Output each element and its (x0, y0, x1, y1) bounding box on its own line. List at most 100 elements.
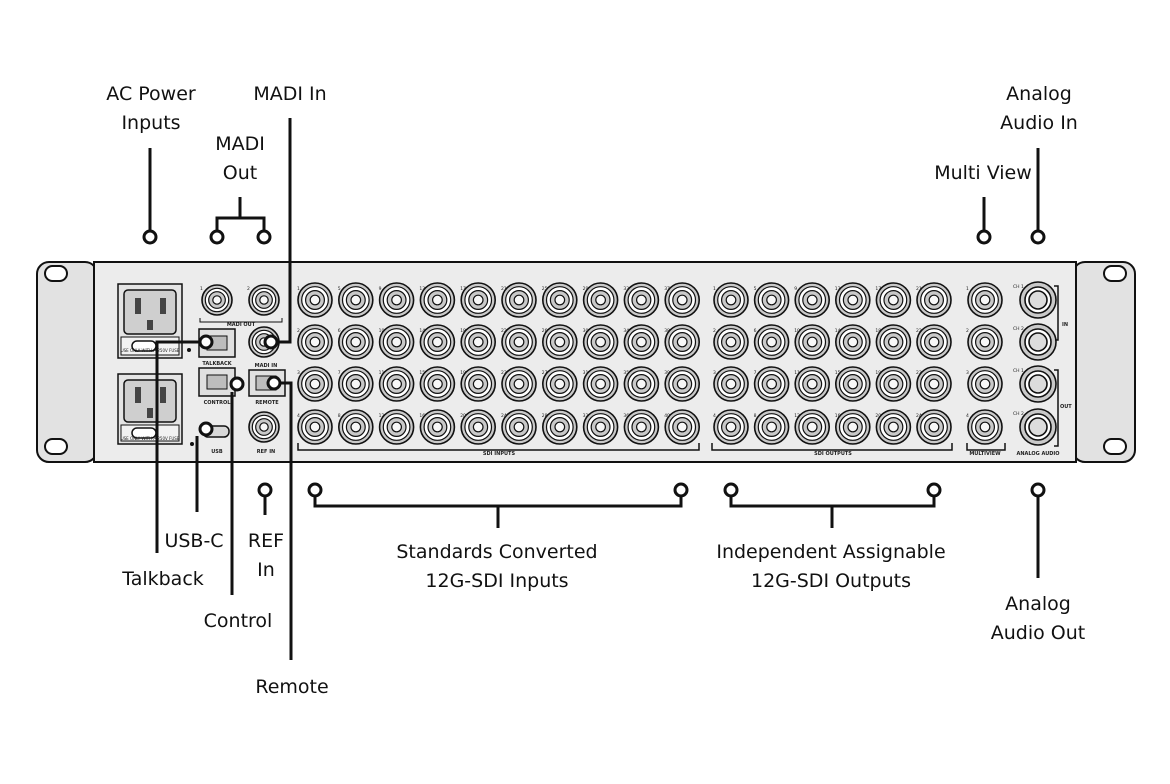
callout-line: REF (247, 530, 285, 552)
callout-usb-c: USB-C (164, 527, 223, 556)
control-panel-label: CONTROL (204, 400, 232, 406)
sdi-input-connector (419, 409, 456, 445)
sdi-output-port-number: 5 (754, 286, 757, 292)
callout-line: Analog (1006, 83, 1072, 105)
sdi-input-port-number: 29 (583, 286, 589, 292)
sdi-outputs-bracket (711, 443, 953, 451)
sdi-output-port-number: 16 (835, 413, 841, 419)
remote-marker (266, 375, 282, 391)
multiview-port-number: 4 (966, 413, 969, 419)
sdi-output-connector (834, 324, 871, 360)
sdi-input-connector (664, 324, 701, 360)
madi-out-connector (201, 284, 233, 316)
callout-line: 12G-SDI Outputs (750, 570, 911, 592)
ac-inlet-2 (117, 373, 183, 445)
sdi-output-connector (875, 409, 912, 445)
sdi-output-port-number: 4 (713, 413, 716, 419)
callout-line: Multi View (934, 162, 1032, 184)
multi-view-marker (976, 229, 992, 245)
rack-ear-right (1072, 261, 1136, 463)
sdi-input-port-number: 25 (542, 286, 548, 292)
sdi-input-connector (501, 324, 537, 360)
sdi-output-port-number: 17 (875, 286, 881, 292)
sdi-output-port-number: 14 (835, 328, 841, 334)
madi-out-marker-2 (256, 229, 272, 245)
sdi-input-connector (582, 324, 619, 360)
sdi-input-port-number: 26 (542, 328, 548, 334)
sdi-output-port-number: 19 (875, 370, 881, 376)
sdi-input-connector (297, 282, 333, 318)
multiview-port-number: 3 (966, 370, 969, 376)
sdi-input-connector (664, 366, 701, 402)
bnc-connectors (201, 281, 1057, 446)
multiview-connector (967, 282, 1003, 318)
callout-line: Audio Out (990, 622, 1086, 644)
sdi-input-port-number: 33 (623, 286, 629, 292)
sdi-input-port-number: 24 (501, 413, 507, 419)
sdi-input-port-number: 1 (297, 286, 300, 292)
sdi-input-port-number: 8 (338, 413, 341, 419)
sdi-input-port-number: 19 (460, 370, 466, 376)
multiview-bracket (966, 443, 1006, 451)
sdi-output-connector (794, 324, 831, 360)
callout-line: Inputs (121, 112, 181, 134)
fuse-note-1: USE ONLY WITH A 250V FUSE (121, 348, 180, 353)
sdi-output-port-number: 12 (794, 413, 800, 419)
sdi-output-port-number: 7 (754, 370, 757, 376)
mount-hole-tl (44, 265, 68, 282)
sdi-input-connector (378, 409, 415, 445)
madi-out-bracket (199, 318, 283, 323)
sdi-output-connector (753, 409, 790, 445)
sdi-input-connector (419, 366, 456, 402)
sdi-input-connector (582, 409, 619, 445)
sdi-output-connector (713, 282, 749, 318)
sdi-output-port-number: 24 (916, 413, 922, 419)
ac-inlet-1 (117, 283, 183, 359)
sdi-output-port-number: 6 (754, 328, 757, 334)
multiview-port-number: 1 (966, 286, 969, 292)
usb-panel-label: USB (211, 449, 223, 455)
callout-line: Standards Converted (396, 541, 598, 563)
audio-channel-label: CH 2 (1013, 326, 1024, 332)
sdi-inputs-bracket (297, 443, 700, 451)
remote-leader (281, 381, 293, 660)
sdi-output-connector (916, 366, 952, 402)
sdi-outputs-callout-bracket (729, 497, 936, 508)
madi-out-branch (215, 216, 266, 230)
callout-line: Independent Assignable (716, 541, 946, 563)
sdi-input-port-number: 27 (542, 370, 548, 376)
sdi-output-port-number: 18 (875, 328, 881, 334)
sdi-input-connector (623, 324, 660, 360)
rack-ear-left (36, 261, 98, 463)
mount-hole-tr (1103, 265, 1127, 282)
control-ports: TALKBACK CONTROL REMOTE USB (198, 328, 286, 455)
callout-markers (142, 229, 1046, 498)
sdi-input-port-number: 34 (623, 328, 629, 334)
sdi-outputs-marker-2 (926, 482, 942, 498)
sdi-input-connector (623, 282, 660, 318)
sdi-input-port-number: 12 (379, 413, 385, 419)
callout-independent-assignable-outputs: Independent Assignable 12G-SDI Outputs (716, 538, 945, 596)
sdi-output-port-number: 21 (916, 286, 922, 292)
sdi-input-connector (501, 366, 537, 402)
analog-audio-panel-label: ANALOG AUDIO (1016, 451, 1059, 457)
sdi-input-connector (623, 409, 660, 445)
audio-channel-label: CH 2 (1013, 411, 1024, 417)
sdi-output-port-number: 13 (835, 286, 841, 292)
sdi-input-port-number: 18 (460, 328, 466, 334)
sdi-input-connector (419, 324, 456, 360)
sdi-output-connector (713, 324, 749, 360)
sdi-output-connector (916, 324, 952, 360)
callout-line: Analog (1005, 593, 1071, 615)
sdi-input-port-number: 5 (338, 286, 341, 292)
madi-in-marker (263, 334, 279, 350)
ac-power-marker (142, 229, 158, 245)
sdi-output-connector (794, 282, 831, 318)
analog-audio-jack (1019, 408, 1057, 446)
sdi-output-port-number: 2 (713, 328, 716, 334)
sdi-input-connector (337, 366, 374, 402)
sdi-input-connector (460, 366, 497, 402)
sdi-inputs-marker-1 (307, 482, 323, 498)
analog-in-marker (1030, 229, 1046, 245)
